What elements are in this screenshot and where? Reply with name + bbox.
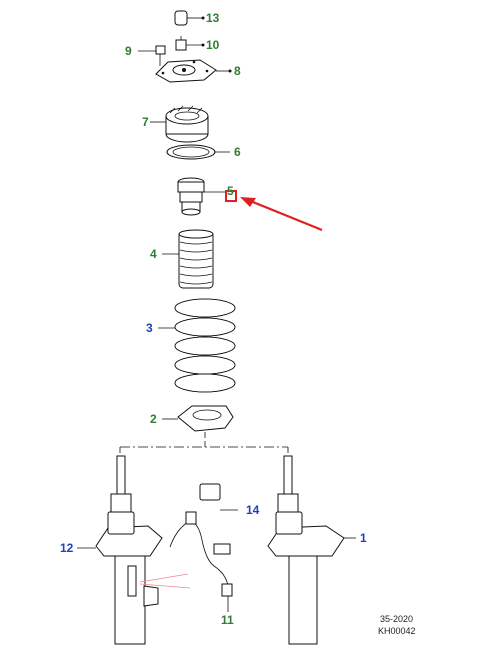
callout-10: 10 [206,38,220,52]
callout-14: 14 [246,503,260,517]
part-7-bearing [150,105,209,143]
callout-3: 3 [146,321,153,335]
sensor-harness [169,483,238,612]
callout-6: 6 [234,145,241,159]
part-2-spring-seat [162,405,234,432]
part-9-bolt [138,45,166,66]
part-6-seat-ring [166,144,230,160]
callout-1: 1 [360,531,367,545]
reference-code-line-2: KH00042 [378,626,416,636]
left-strut-assembly [77,455,163,645]
callout-4: 4 [150,247,157,261]
red-arrow-head [240,197,256,207]
part-8-top-mount [155,59,232,83]
part-4-dust-boot [162,229,214,289]
reference-code-line-1: 35-2020 [380,614,413,624]
red-arrow [247,198,323,232]
callout-13: 13 [206,11,220,25]
assembly-centerlines [119,432,289,458]
part-13-cap [174,10,205,26]
pink-guide-lines [139,573,191,589]
highlight-marker [225,190,323,232]
callout-2: 2 [150,412,157,426]
right-strut-assembly [267,455,356,645]
callout-8: 8 [234,64,241,78]
callout-5: 5 [227,184,234,198]
part-10-nut [175,36,205,51]
callout-7: 7 [142,115,149,129]
part-3-coil-spring [158,298,236,393]
callout-9: 9 [125,44,132,58]
part-5-bump-stop [177,177,226,216]
callout-11: 11 [221,613,234,627]
callout-12: 12 [60,541,74,555]
highlight-box [225,190,237,202]
